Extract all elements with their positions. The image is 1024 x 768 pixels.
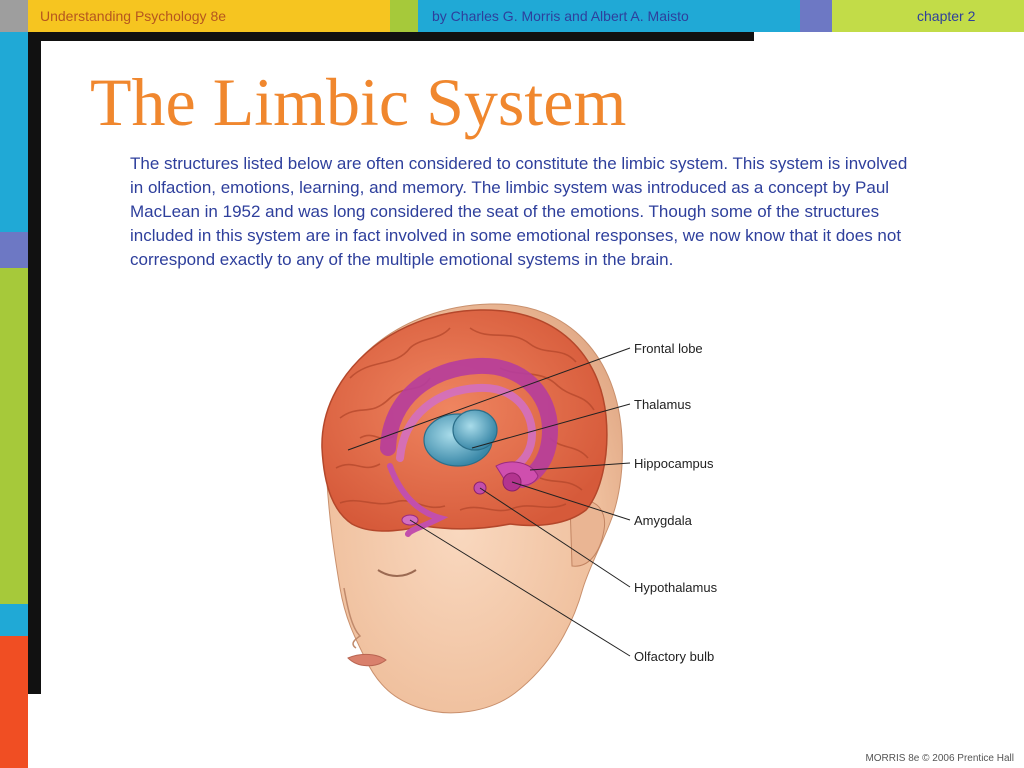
label-leader-lines: [347, 347, 631, 657]
book-title: Understanding Psychology 8e: [40, 8, 226, 24]
header-block-yellow: [28, 0, 390, 32]
book-edition: 8e: [210, 8, 227, 24]
slide-body-text: The structures listed below are often co…: [130, 154, 908, 269]
olfactory-tract: [387, 463, 449, 537]
side-strip-cyan-lower: [0, 604, 28, 636]
closed-eye: [377, 569, 417, 577]
side-strip-purple: [0, 232, 28, 268]
label-amygdala: Amygdala: [634, 513, 692, 528]
side-strip-cyan: [0, 32, 28, 232]
brain-head-drawing: [321, 303, 631, 714]
slide-title: The Limbic System: [90, 64, 627, 140]
side-strip-green: [0, 268, 28, 604]
label-hypothalamus: Hypothalamus: [634, 580, 718, 595]
thalamus-lobe: [452, 409, 498, 451]
label-thalamus: Thalamus: [634, 397, 692, 412]
book-authors: by Charles G. Morris and Albert A. Maist…: [432, 8, 689, 24]
header-block-gray: [0, 0, 28, 32]
header-block-purple: [800, 0, 832, 32]
header-block-lime: [832, 0, 1024, 32]
slide-frame-top-line: [28, 32, 754, 41]
header-block-cyan: [418, 0, 800, 32]
header-block-green: [390, 0, 418, 32]
limbic-system-illustration: Frontal lobe Thalamus Hippocampus Amygda…: [300, 298, 760, 718]
chapter-label: chapter 2: [917, 8, 976, 24]
lips: [347, 653, 387, 667]
nose: [343, 587, 362, 649]
label-frontal-lobe: Frontal lobe: [634, 341, 703, 356]
side-strip-red: [0, 636, 28, 768]
limbic-arch: [380, 357, 559, 488]
footer-copyright: MORRIS 8e © 2006 Prentice Hall: [865, 753, 1014, 764]
slide-frame-left-line: [28, 32, 41, 694]
label-hippocampus: Hippocampus: [634, 456, 714, 471]
slide-header-bar: Understanding Psychology 8e by Charles G…: [0, 0, 1024, 32]
book-title-text: Understanding Psychology: [40, 8, 207, 24]
label-olfactory-bulb: Olfactory bulb: [634, 649, 715, 664]
